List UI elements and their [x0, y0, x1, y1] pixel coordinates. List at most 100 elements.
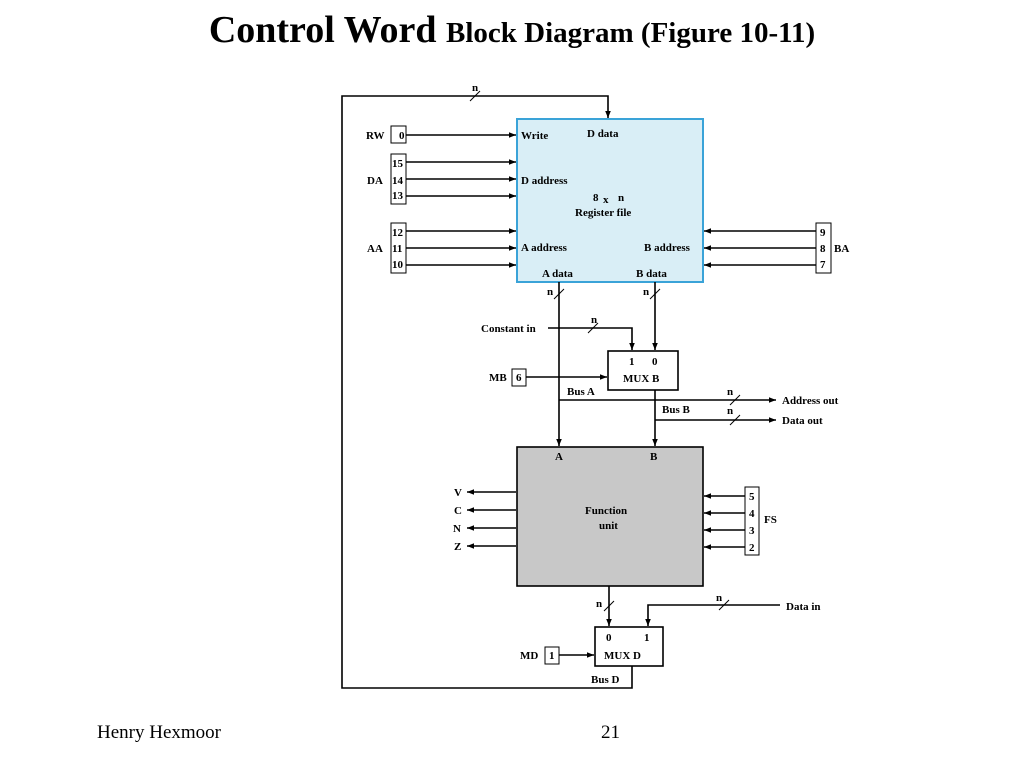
page-number: 21 [601, 722, 620, 743]
address-out-path: Bus A n Address out [559, 386, 839, 407]
mb-bit: 6 [516, 372, 522, 384]
flag-v: V [454, 487, 462, 499]
constant-in-signal: Constant in n [481, 314, 635, 350]
data-in-label: Data in [786, 601, 821, 613]
bus-d-width-label: n [472, 82, 478, 94]
ba-bit-9: 9 [820, 227, 826, 239]
flag-c: C [454, 505, 462, 517]
da-label: DA [367, 175, 383, 187]
b-data-width-label: n [643, 286, 649, 298]
footer-author: Henry Hexmoor [97, 722, 221, 743]
a-address-port-label: A address [521, 242, 568, 254]
ba-field: 9 8 7 BA [704, 222, 849, 274]
fs-bit-3: 3 [749, 525, 755, 537]
flag-n: N [453, 523, 461, 535]
rw-label: RW [366, 130, 385, 142]
data-in-signal: Data in n [645, 592, 821, 626]
mux-b-input-1: 1 [629, 356, 635, 368]
address-out-label: Address out [782, 395, 839, 407]
mux-b-name: MUX B [623, 373, 660, 385]
data-in-width-label: n [716, 592, 722, 604]
status-flags: V C N Z [453, 487, 516, 553]
address-out-width-label: n [727, 386, 733, 398]
register-width-label: n [618, 192, 624, 204]
function-unit-box [516, 446, 704, 587]
fs-bit-4: 4 [749, 508, 755, 520]
ba-label: BA [834, 243, 849, 255]
mux-d-input-1: 1 [644, 632, 650, 644]
register-count-label: 8 [593, 192, 599, 204]
da-bit-15: 15 [392, 158, 404, 170]
b-data-port-label: B data [636, 268, 667, 280]
md-field: MD 1 [520, 646, 594, 665]
aa-label: AA [367, 243, 383, 255]
function-unit-input-b: B [650, 451, 658, 463]
fs-label: FS [764, 514, 777, 526]
flag-z: Z [454, 541, 461, 553]
d-data-port-label: D data [587, 128, 619, 140]
register-file-border [516, 118, 704, 283]
width-tick [553, 288, 565, 300]
function-output-width-label: n [596, 598, 602, 610]
mux-b-box [607, 350, 679, 391]
aa-field: AA 12 11 10 [367, 222, 516, 274]
rw-field: RW 0 [366, 125, 516, 144]
function-unit: A B Function unit [516, 446, 704, 587]
bus-d-feedback: Bus D n [341, 82, 633, 689]
aa-bit-11: 11 [392, 243, 402, 255]
width-tick [469, 90, 481, 102]
register-outputs: n n [547, 282, 661, 446]
rw-bit: 0 [399, 130, 405, 142]
fs-field: 5 4 3 2 FS [704, 486, 777, 556]
width-tick [603, 600, 615, 612]
width-tick [729, 414, 741, 426]
register-file-name: Register file [575, 207, 631, 219]
register-file: Write D data D address 8 x n Register fi… [516, 118, 704, 283]
mb-field: MB 6 [489, 368, 607, 387]
aa-bit-10: 10 [392, 259, 404, 271]
mux-b: 1 0 MUX B [607, 350, 679, 391]
data-in-line [645, 604, 780, 626]
title-subtitle: Block Diagram (Figure 10-11) [446, 17, 816, 49]
b-address-port-label: B address [644, 242, 691, 254]
da-bit-14: 14 [392, 175, 404, 187]
da-bit-13: 13 [392, 190, 404, 202]
times-symbol: x [603, 194, 609, 206]
function-unit-name-line2: unit [599, 520, 618, 532]
constant-in-line [548, 327, 635, 350]
aa-bit-12: 12 [392, 227, 404, 239]
mux-d-box [594, 626, 664, 667]
constant-in-label: Constant in [481, 323, 536, 335]
md-label: MD [520, 650, 538, 662]
constant-in-width-label: n [591, 314, 597, 326]
function-unit-input-a: A [555, 451, 563, 463]
bus-d-line [341, 95, 633, 689]
fs-bits-box [744, 486, 760, 556]
ba-bit-7: 7 [820, 259, 826, 271]
mux-d: 0 1 MUX D [594, 626, 664, 667]
function-unit-name-line1: Function [585, 505, 627, 517]
mux-d-name: MUX D [604, 650, 641, 662]
width-tick [729, 394, 741, 406]
md-bit: 1 [549, 650, 555, 662]
data-out-label: Data out [782, 415, 823, 427]
function-output: n [596, 586, 615, 626]
fs-bit-5: 5 [749, 491, 755, 503]
da-field: DA 15 14 13 [367, 153, 516, 205]
bus-d-label: Bus D [591, 674, 619, 686]
mb-label: MB [489, 372, 507, 384]
mux-d-input-0: 0 [606, 632, 612, 644]
bus-a-width-label: n [547, 286, 553, 298]
bus-b-label: Bus B [662, 404, 690, 416]
data-out-width-label: n [727, 405, 733, 417]
slide-title: Control Word Block Diagram (Figure 10-11… [0, 8, 1024, 52]
register-file-box [517, 119, 703, 282]
write-port-label: Write [521, 130, 548, 142]
a-data-port-label: A data [542, 268, 573, 280]
d-address-port-label: D address [521, 175, 568, 187]
bus-a-label: Bus A [567, 386, 595, 398]
ba-bit-8: 8 [820, 243, 826, 255]
width-tick [718, 599, 730, 611]
fs-bit-2: 2 [749, 542, 755, 554]
